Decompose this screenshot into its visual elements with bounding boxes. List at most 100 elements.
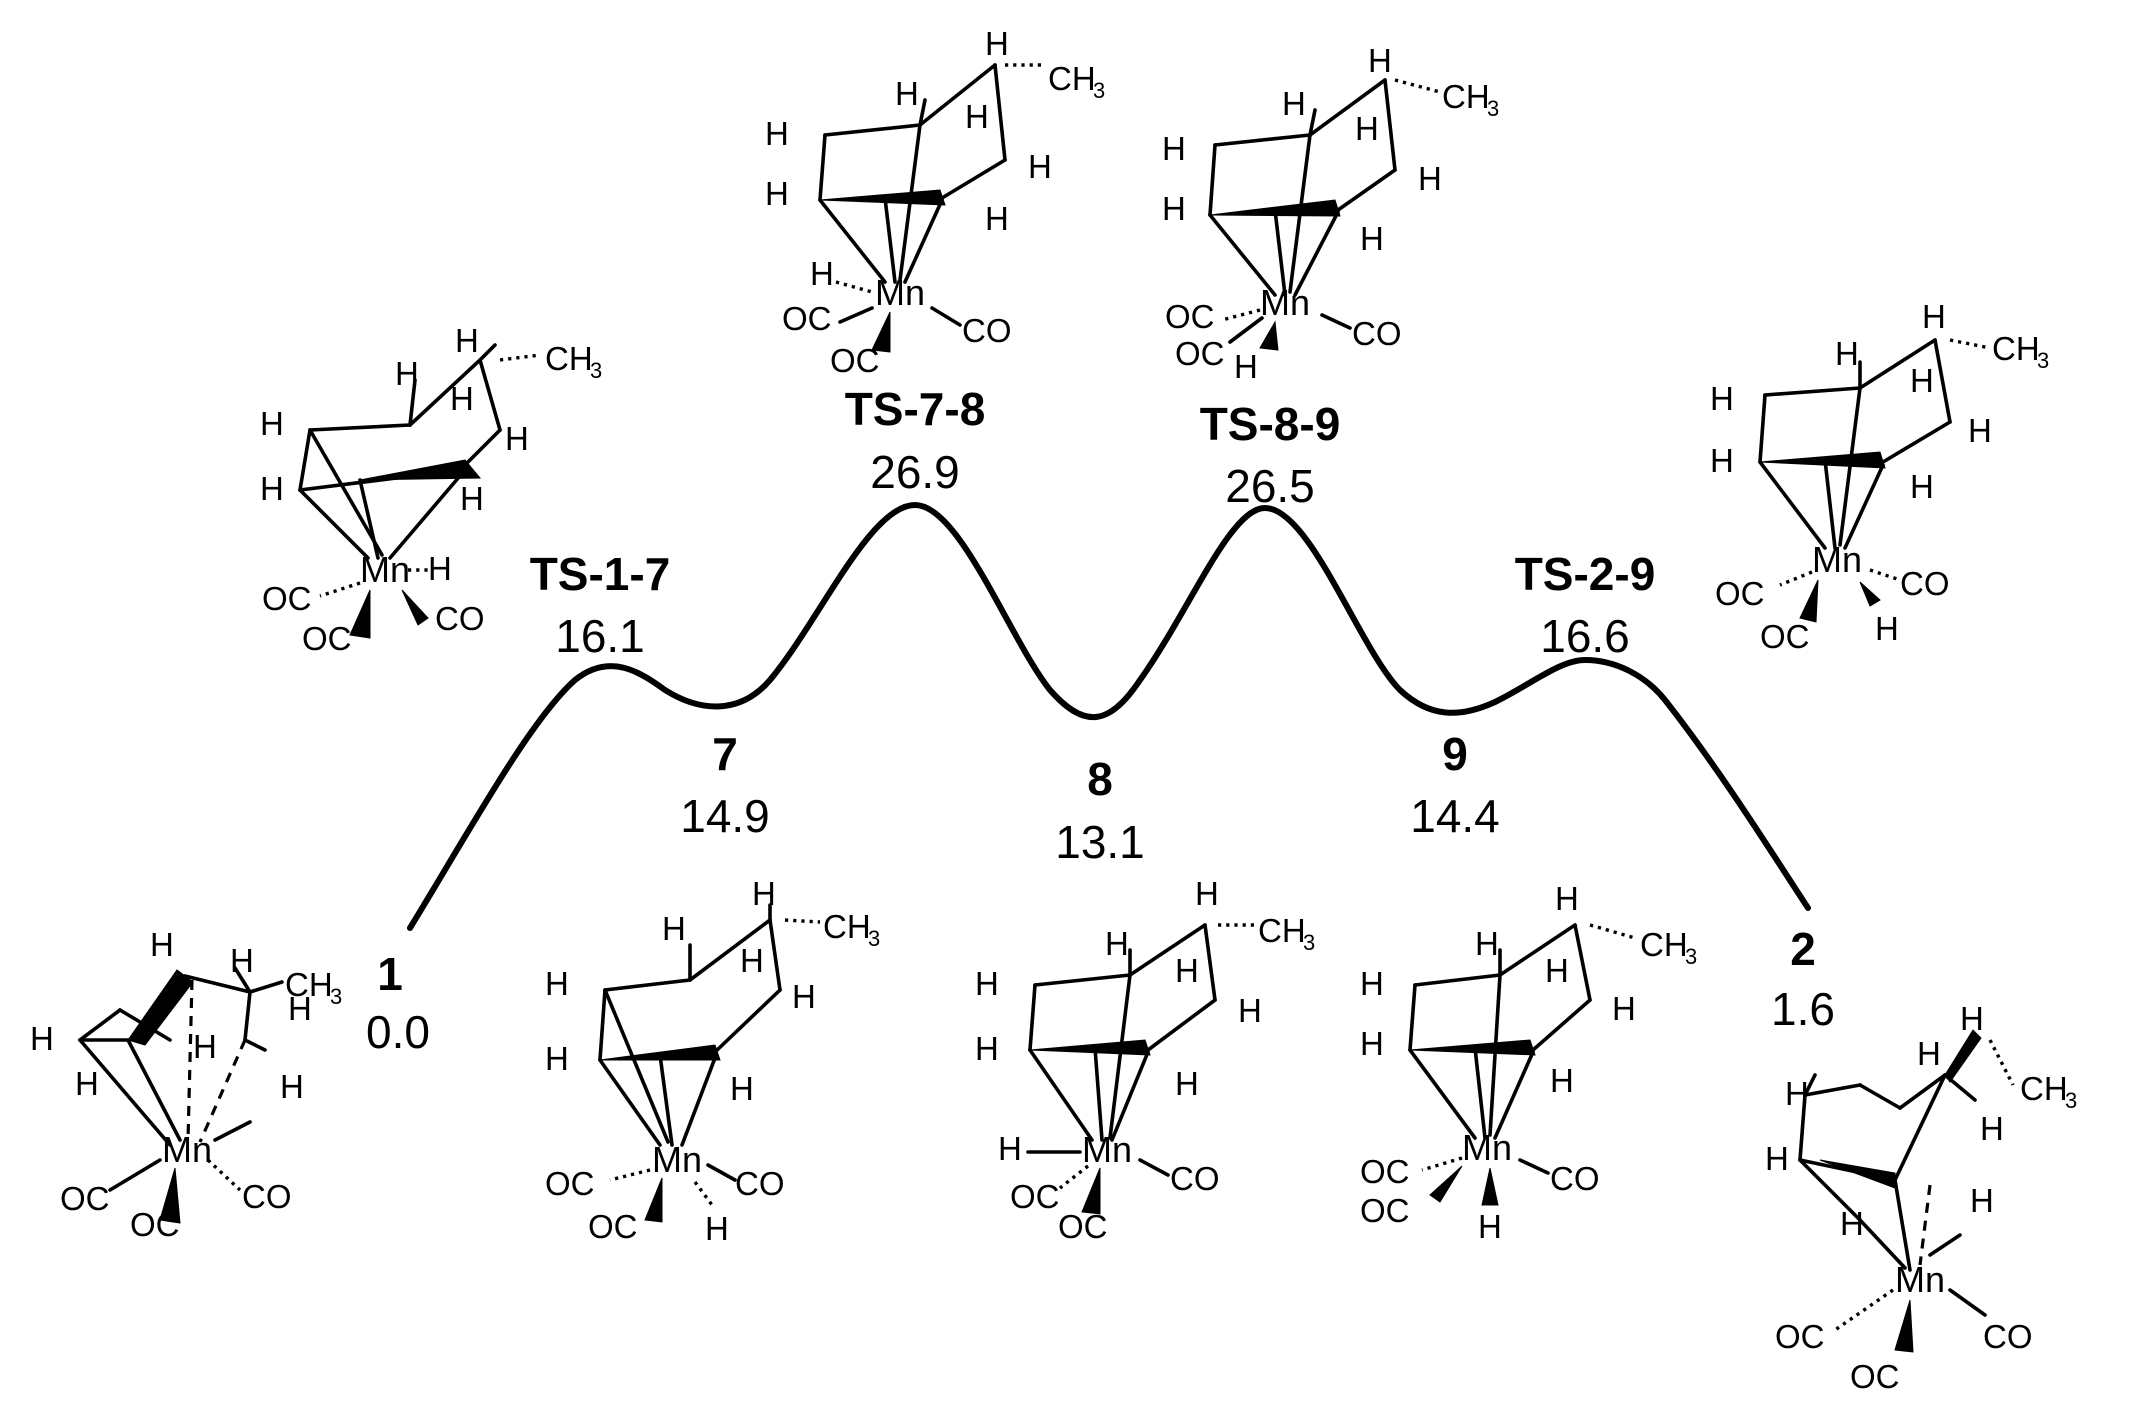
svg-text:H: H [150, 926, 174, 963]
svg-text:H: H [792, 978, 816, 1015]
svg-text:H: H [1418, 160, 1442, 197]
svg-text:3: 3 [1093, 78, 1105, 103]
svg-text:H: H [1710, 442, 1734, 479]
svg-text:H: H [1910, 362, 1934, 399]
svg-text:CO: CO [962, 312, 1012, 349]
svg-text:OC: OC [262, 580, 312, 617]
svg-text:OC: OC [1850, 1358, 1900, 1395]
svg-text:Mn: Mn [1260, 282, 1310, 323]
svg-text:OC: OC [1775, 1318, 1825, 1355]
svg-text:3: 3 [2037, 348, 2049, 373]
svg-text:H: H [1360, 965, 1384, 1002]
svg-text:OC: OC [1360, 1192, 1410, 1229]
svg-text:H: H [752, 875, 776, 912]
svg-text:OC: OC [782, 300, 832, 337]
structure-ts-2-9: H CH 3 H H H H H H Mn OC OC H CO [1710, 298, 2049, 655]
svg-text:H: H [260, 405, 284, 442]
svg-text:CH: CH [1048, 60, 1096, 97]
svg-text:H: H [975, 1030, 999, 1067]
svg-text:H: H [1478, 1208, 1502, 1245]
svg-text:H: H [1195, 875, 1219, 912]
svg-text:H: H [965, 98, 989, 135]
svg-text:3: 3 [590, 358, 602, 383]
structure-ts-8-9: H CH 3 H H H H H H Mn OC OC H CO [1162, 42, 1499, 385]
svg-text:OC: OC [1058, 1208, 1108, 1245]
ts-7-8-energy: 26.9 [870, 446, 960, 498]
svg-text:Mn: Mn [1082, 1129, 1132, 1170]
structure-1: H CH 3 H H H H H H Mn OC OC CO [30, 926, 342, 1243]
svg-text:H: H [545, 965, 569, 1002]
svg-text:OC: OC [830, 342, 880, 379]
svg-text:OC: OC [1010, 1178, 1060, 1215]
svg-text:CH: CH [1992, 330, 2040, 367]
ts-2-9-label: TS-2-9 [1515, 548, 1656, 600]
ts-2-9-energy: 16.6 [1540, 610, 1630, 662]
svg-text:H: H [985, 200, 1009, 237]
svg-text:CH: CH [1442, 78, 1490, 115]
svg-text:H: H [1175, 952, 1199, 989]
svg-text:H: H [1968, 412, 1992, 449]
svg-text:Mn: Mn [652, 1139, 702, 1180]
svg-text:OC: OC [1715, 575, 1765, 612]
svg-text:CO: CO [242, 1178, 292, 1215]
svg-text:H: H [1835, 335, 1859, 372]
svg-text:CH: CH [545, 340, 593, 377]
svg-text:H: H [1960, 1000, 1984, 1037]
svg-text:H: H [1840, 1205, 1864, 1242]
svg-text:H: H [1355, 110, 1379, 147]
svg-text:CO: CO [1550, 1160, 1600, 1197]
svg-text:H: H [1765, 1140, 1789, 1177]
svg-text:H: H [395, 355, 419, 392]
svg-text:3: 3 [1685, 944, 1697, 969]
svg-text:H: H [1282, 85, 1306, 122]
svg-text:CO: CO [1983, 1318, 2033, 1355]
svg-text:H: H [428, 550, 452, 587]
structure-7: H CH 3 H H H H H H Mn OC OC CO H [545, 875, 880, 1247]
energy-profile-curve [407, 502, 1811, 931]
svg-text:H: H [1360, 1025, 1384, 1062]
svg-text:H: H [1970, 1182, 1994, 1219]
svg-text:H: H [1550, 1062, 1574, 1099]
svg-text:H: H [1612, 990, 1636, 1027]
svg-text:H: H [895, 75, 919, 112]
svg-text:H: H [1710, 380, 1734, 417]
species-2-label: 2 [1790, 923, 1816, 975]
species-8-energy: 13.1 [1055, 816, 1145, 868]
species-9-label: 9 [1442, 728, 1468, 780]
svg-text:OC: OC [1760, 618, 1810, 655]
svg-text:CO: CO [1900, 565, 1950, 602]
svg-text:CH: CH [285, 966, 333, 1003]
structure-8: H CH 3 H H H H H H H Mn OC OC CO [975, 875, 1315, 1245]
ts-8-9-label: TS-8-9 [1200, 398, 1341, 450]
svg-text:CO: CO [1352, 315, 1402, 352]
svg-text:OC: OC [60, 1180, 110, 1217]
svg-text:H: H [230, 942, 254, 979]
svg-text:H: H [1238, 992, 1262, 1029]
ts-1-7-label: TS-1-7 [530, 548, 671, 600]
structure-ts-7-8: H CH 3 H H H H H H H Mn OC OC CO [765, 25, 1105, 379]
svg-text:OC: OC [1360, 1153, 1410, 1190]
svg-text:H: H [1105, 925, 1129, 962]
svg-text:3: 3 [1303, 930, 1315, 955]
svg-text:H: H [662, 910, 686, 947]
svg-text:H: H [765, 115, 789, 152]
svg-text:H: H [1545, 952, 1569, 989]
svg-text:H: H [730, 1070, 754, 1107]
svg-text:Mn: Mn [162, 1129, 212, 1170]
species-8-label: 8 [1087, 753, 1113, 805]
svg-text:Mn: Mn [1895, 1259, 1945, 1300]
svg-text:H: H [1234, 348, 1258, 385]
svg-text:H: H [975, 965, 999, 1002]
svg-text:H: H [30, 1020, 54, 1057]
svg-text:CH: CH [823, 908, 871, 945]
svg-text:CO: CO [735, 1165, 785, 1202]
svg-text:OC: OC [1175, 335, 1225, 372]
svg-text:H: H [1162, 130, 1186, 167]
species-7-energy: 14.9 [680, 790, 770, 842]
svg-text:H: H [450, 380, 474, 417]
structure-ts-1-7: H CH 3 H H H H H H Mn H OC OC CO [260, 322, 602, 657]
species-7-label: 7 [712, 728, 738, 780]
svg-text:Mn: Mn [875, 272, 925, 313]
svg-text:H: H [460, 480, 484, 517]
